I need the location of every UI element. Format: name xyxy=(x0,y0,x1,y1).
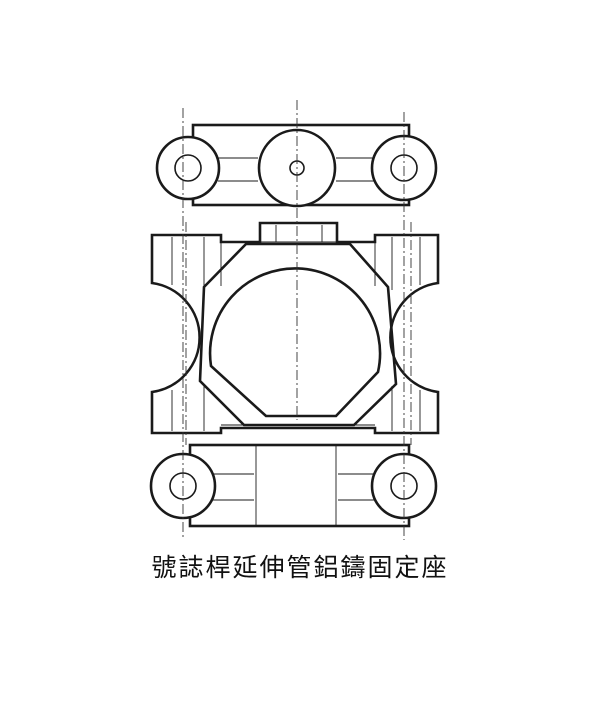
main-body xyxy=(150,221,440,435)
center-lines xyxy=(182,100,412,540)
top-clamp-piece xyxy=(155,123,438,208)
drawing-caption: 號誌桿延伸管鋁鑄固定座 xyxy=(151,553,449,582)
bottom-clamp-piece xyxy=(149,443,438,528)
pipe-ring-outer xyxy=(198,242,398,427)
main-body-outline xyxy=(150,221,440,435)
pipe-bore xyxy=(208,267,382,418)
top-left-boss xyxy=(155,135,221,201)
